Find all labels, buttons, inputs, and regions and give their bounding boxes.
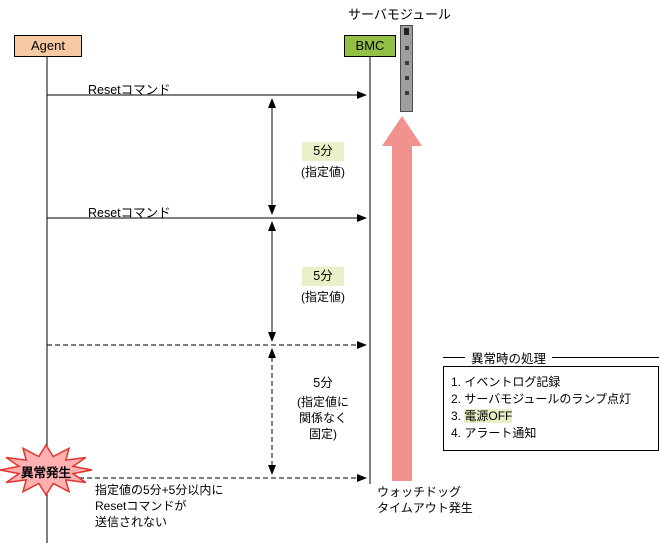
watchdog-timeout-note: ウォッチドッグ タイムアウト発生 <box>377 485 473 515</box>
reset-command-label-2: Resetコマンド <box>88 206 171 220</box>
no-reset-note: 指定値の5分+5分以内に Resetコマンドが 送信されない <box>95 483 224 529</box>
failure-burst <box>0 443 93 497</box>
reset-command-label-1: Resetコマンド <box>88 83 171 97</box>
process-item-prefix: 3. <box>451 409 462 423</box>
power-off-highlight: 電源OFF <box>464 409 513 423</box>
actor-agent: Agent <box>14 35 82 57</box>
process-item: 4. アラート通知 <box>451 426 537 440</box>
process-box: 1. イベントログ記録 2. サーバモジュールのランプ点灯 3. 電源OFF 4… <box>443 366 659 451</box>
server-led-icon <box>404 61 409 65</box>
process-box-title: 異常時の処理 <box>471 352 547 366</box>
server-module-label: サーバモジュール <box>348 7 451 22</box>
failure-burst-label: 異常発生 <box>20 466 71 480</box>
process-item: 3. 電源OFF <box>451 408 651 425</box>
interval-1-value: 5分 <box>302 142 344 161</box>
actor-bmc: BMC <box>344 35 396 57</box>
server-module-graphic <box>400 25 413 112</box>
title-rule-left <box>443 357 465 358</box>
server-led-icon <box>404 46 409 50</box>
process-item: 1. イベントログ記録 <box>451 375 561 389</box>
interval-2-note: (指定値) <box>301 290 345 304</box>
interval-1-note: (指定値) <box>301 165 345 179</box>
title-rule-right <box>552 357 659 358</box>
watchdog-timeout-arrow <box>382 116 422 481</box>
server-module-notch <box>404 28 409 35</box>
server-led-icon <box>404 76 409 80</box>
process-box-title-row: 異常時の処理 <box>443 348 659 367</box>
process-item: 2. サーバモジュールのランプ点灯 <box>451 392 632 406</box>
interval-3-value: 5分 <box>313 376 333 390</box>
server-led-icon <box>404 91 409 95</box>
interval-3-note: (指定値に 関係なく 固定) <box>297 395 349 441</box>
interval-2-value: 5分 <box>302 267 344 286</box>
